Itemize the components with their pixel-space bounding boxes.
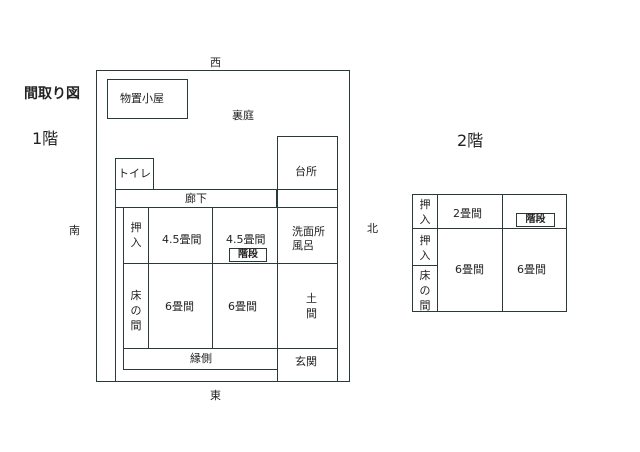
room-4-5-a: 4.5畳間 [148, 207, 213, 264]
floor1-label: 1階 [32, 129, 59, 148]
room-corridor-label: 廊下 [185, 192, 207, 205]
room-6-b: 6畳間 [212, 263, 278, 349]
floor2-room-2-label: 2畳間 [453, 207, 482, 220]
room-kitchen-label: 台所 [295, 165, 317, 178]
room-shed-label: 物置小屋 [120, 92, 164, 105]
room-4-5-b-label: 4.5畳間 [226, 233, 266, 246]
room-6-b-label: 6畳間 [228, 300, 257, 313]
room-veranda-label: 縁側 [190, 352, 212, 365]
room-earthen-floor-label-1: 土 [306, 292, 317, 305]
floor2-closet-mid-label: 押入 [419, 234, 431, 262]
floor2-closet-top: 押入 [412, 194, 438, 229]
room-6-a-label: 6畳間 [165, 300, 194, 313]
room-toilet-label: トイレ [118, 167, 151, 180]
room-entrance: 玄関 [277, 348, 338, 382]
room-washroom: 洗面所 風呂 [277, 207, 338, 264]
room-tokonoma-label: 床の間 [130, 289, 142, 332]
room-earthen-floor-label-2: 間 [306, 307, 317, 320]
floor2-room-2: 2畳間 [437, 194, 503, 229]
floor2-tokonoma: 床の間 [412, 265, 438, 312]
floor2-closet-mid: 押入 [412, 228, 438, 266]
room-washroom-label-2: 風呂 [292, 239, 314, 252]
room-shed: 物置小屋 [107, 79, 188, 119]
floor2-closet-top-label: 押入 [419, 198, 431, 226]
floor2-room-6-a: 6畳間 [437, 228, 503, 312]
backyard-label: 裏庭 [232, 109, 254, 122]
room-4-5-a-label: 4.5畳間 [162, 233, 202, 246]
room-tokonoma: 床の間 [123, 263, 149, 349]
floor2-stairs: 階段 [516, 213, 555, 227]
room-toilet: トイレ [115, 158, 154, 190]
floor2-tokonoma-label: 床の間 [419, 269, 431, 312]
room-entrance-label: 玄関 [295, 355, 317, 368]
room-closet-label: 押入 [130, 221, 142, 249]
floor1-stairs: 階段 [229, 248, 267, 262]
floor2-room-6-a-label: 6畳間 [455, 263, 484, 276]
compass-east: 東 [210, 389, 221, 402]
plan-title: 間取り図 [24, 86, 80, 102]
floor2-room-6-b: 6畳間 [502, 228, 567, 312]
floor2-room-6-b-label: 6畳間 [517, 263, 546, 276]
room-earthen-floor: 土 間 [277, 263, 338, 349]
room-closet: 押入 [123, 207, 149, 264]
room-6-a: 6畳間 [148, 263, 213, 349]
floor2-label: 2階 [457, 131, 484, 150]
room-corridor: 廊下 [115, 189, 277, 208]
compass-west: 西 [210, 56, 221, 69]
room-veranda: 縁側 [123, 348, 278, 370]
compass-north: 北 [367, 222, 378, 235]
compass-south: 南 [69, 224, 80, 237]
room-kitchen: 台所 [277, 136, 338, 208]
room-washroom-label-1: 洗面所 [292, 225, 325, 238]
